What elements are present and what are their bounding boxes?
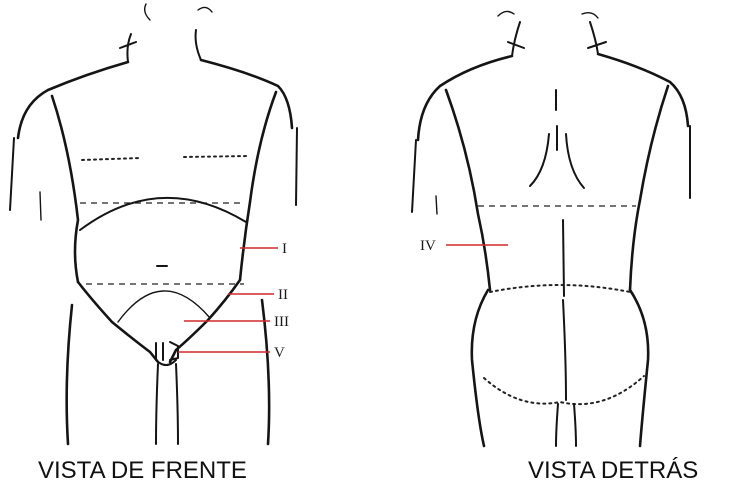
back-torso-right — [630, 86, 668, 290]
back-scapula-right — [566, 134, 584, 188]
front-arm-left-outer — [10, 138, 14, 210]
front-torso-left — [52, 96, 78, 282]
front-thigh-right-inner — [176, 364, 178, 444]
front-hair-left — [145, 4, 150, 20]
back-scapula-left — [530, 134, 549, 186]
label-region-2: II — [278, 287, 288, 303]
back-hip-left — [472, 290, 488, 446]
back-hair-left — [498, 11, 514, 16]
front-neck-right — [196, 30, 201, 60]
back-arm-left-inner — [436, 196, 437, 214]
front-genital-base — [156, 360, 176, 365]
front-chest-dotline-left — [82, 158, 140, 160]
back-thigh-inner-right — [574, 404, 576, 446]
back-torso-left — [446, 90, 490, 290]
front-thigh-left-inner — [156, 364, 158, 444]
front-thigh-left-outer — [67, 305, 72, 444]
front-suprapubic-arc — [118, 291, 210, 322]
back-neck-right — [590, 22, 598, 54]
back-neck-left — [512, 22, 520, 56]
label-region-5: V — [274, 345, 285, 361]
front-shoulder-right — [201, 60, 292, 128]
front-neck-left — [127, 34, 131, 62]
label-region-4: IV — [420, 238, 436, 254]
front-body-outline — [10, 4, 297, 444]
caption-back-view: VISTA DETRÁS — [528, 457, 698, 484]
back-thigh-inner-left — [556, 404, 558, 446]
back-region-labels: IV — [420, 238, 508, 254]
caption-front-view: VISTA DE FRENTE — [38, 457, 247, 484]
front-torso-right — [240, 92, 276, 280]
back-shoulder-right — [598, 54, 688, 126]
back-cleft — [563, 300, 566, 400]
back-hip-right — [630, 290, 648, 446]
back-shoulder-left — [418, 56, 512, 140]
front-region-labels: I II III V — [178, 241, 289, 361]
label-region-1: I — [282, 241, 287, 257]
front-arm-left-inner — [40, 192, 41, 220]
label-region-3: III — [274, 314, 289, 330]
back-hair-right — [582, 13, 598, 18]
back-arm-left-outer — [412, 140, 416, 212]
back-body-outline — [412, 11, 690, 446]
front-hair-right — [198, 7, 212, 12]
back-buttocks-bottom — [484, 376, 644, 404]
back-neck-mark-left — [508, 42, 524, 48]
front-chest-dotline-right — [184, 156, 248, 157]
front-arm-right-outer — [296, 128, 297, 205]
back-buttocks-top — [490, 285, 630, 292]
front-shoulder-left — [18, 62, 128, 138]
